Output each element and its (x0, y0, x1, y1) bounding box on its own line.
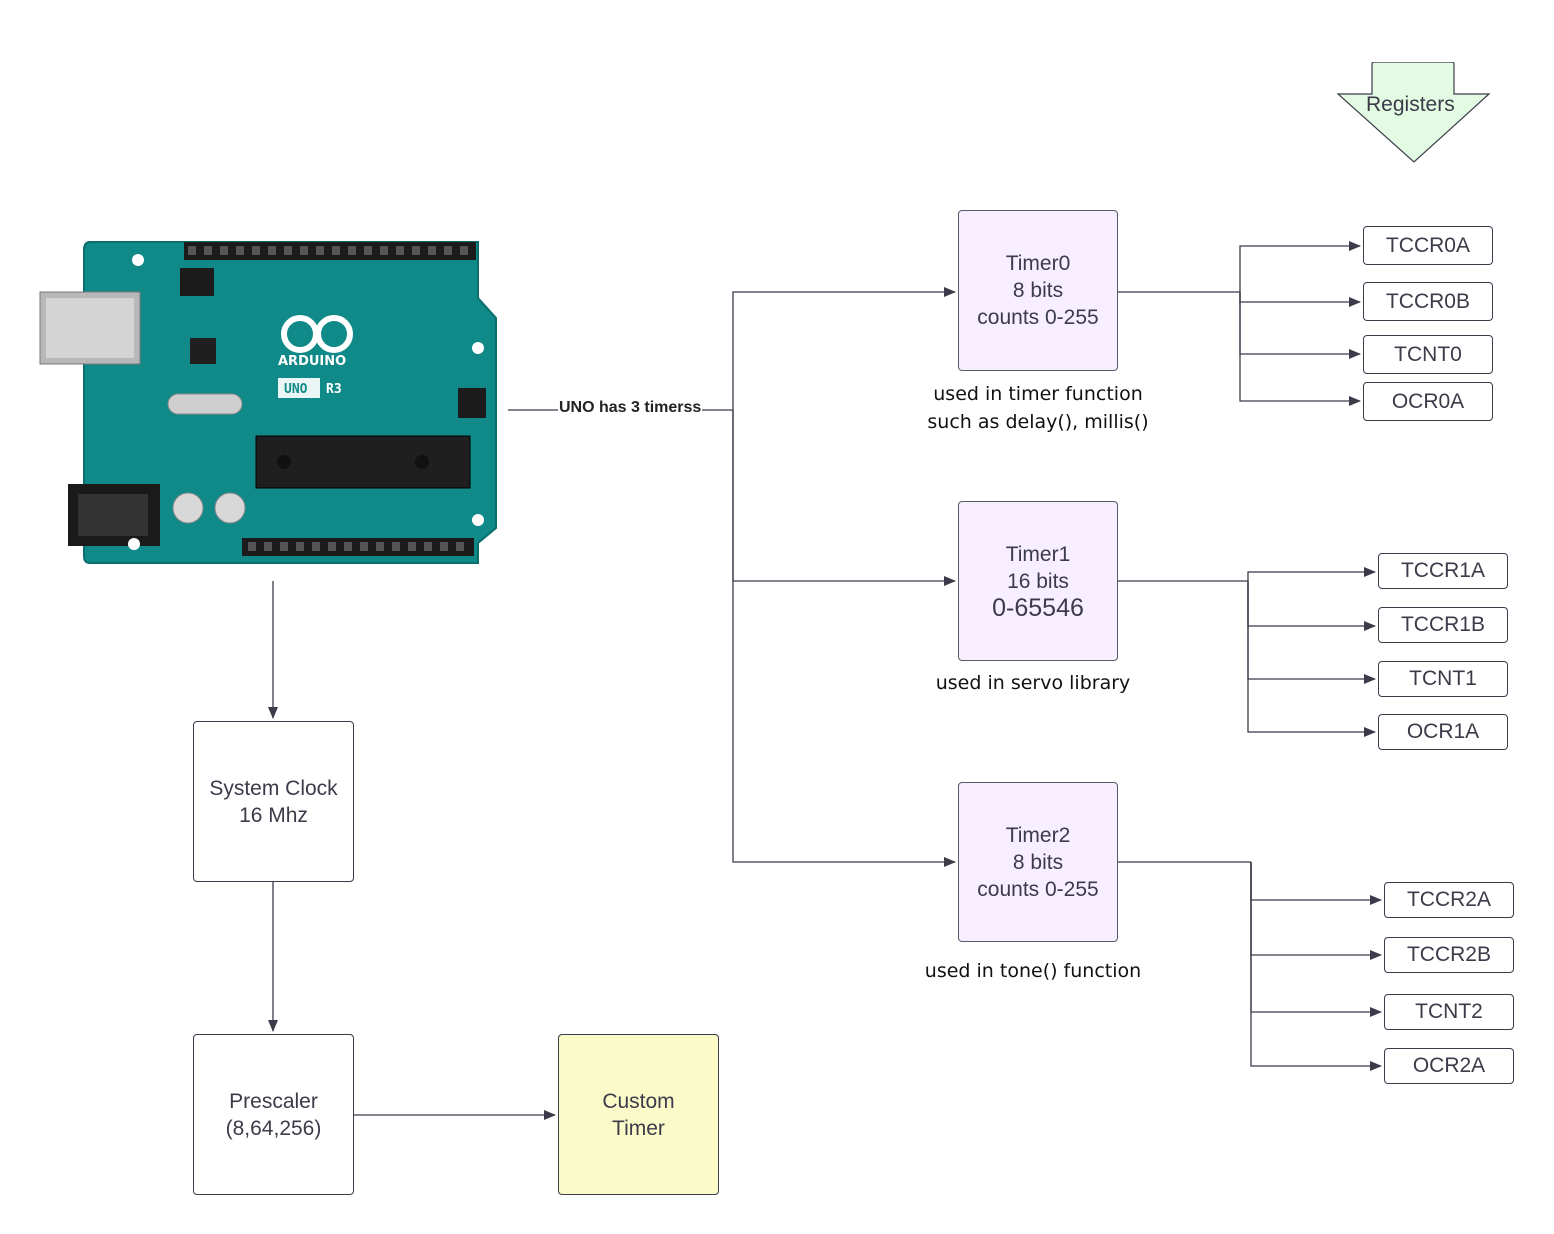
custom-timer-line1: Custom (602, 1089, 675, 1113)
register-tccr1a: TCCR1A (1378, 553, 1508, 589)
register-tccr0a: TCCR0A (1363, 226, 1493, 265)
timer1-range: 0-65546 (992, 593, 1084, 622)
timer0-range: counts 0-255 (977, 306, 1099, 329)
register-tcnt0: TCNT0 (1363, 335, 1493, 374)
timer2-box: Timer2 8 bits counts 0-255 (958, 782, 1118, 942)
register-tccr0b: TCCR0B (1363, 282, 1493, 321)
timer1-bits: 16 bits (1007, 569, 1069, 593)
timer0-title: Timer0 (1005, 252, 1071, 275)
timer0-note-line1: used in timer function (933, 383, 1143, 405)
arduino-logo (281, 315, 353, 353)
custom-timer-line2: Timer (612, 1116, 665, 1140)
timer1-box: Timer1 16 bits 0-65546 (958, 501, 1118, 661)
system-clock-line1: System Clock (209, 776, 338, 800)
timer2-title: Timer2 (1005, 823, 1071, 847)
prescaler-box: Prescaler (8,64,256) (193, 1034, 354, 1195)
board-model-text: UNO (284, 382, 308, 397)
prescaler-line1: Prescaler (229, 1089, 318, 1113)
custom-timer-box: Custom Timer (558, 1034, 719, 1195)
uno-timers-label: UNO has 3 timerss (558, 398, 703, 418)
timer0-bits: 8 bits (1012, 279, 1064, 302)
timer1-title: Timer1 (1005, 542, 1071, 566)
timer2-note-line1: used in tone() function (924, 960, 1142, 982)
timer0-note-line2: such as delay(), millis() (927, 411, 1149, 433)
system-clock-box: System Clock 16 Mhz (193, 721, 354, 882)
register-ocr2a: OCR2A (1384, 1048, 1514, 1084)
timer2-note: used in tone() function (903, 957, 1163, 985)
arduino-uno-board-image: ARDUINO UNO R3 (39, 241, 497, 564)
register-tccr2a: TCCR2A (1384, 882, 1514, 918)
register-ocr1a: OCR1A (1378, 714, 1508, 750)
timer0-note: used in timer function such as delay(), … (908, 380, 1168, 436)
timer2-range: counts 0-255 (977, 877, 1099, 901)
register-tcnt1: TCNT1 (1378, 661, 1508, 697)
timer1-note-line1: used in servo library (935, 672, 1131, 694)
board-brand-text: ARDUINO (278, 354, 346, 369)
registers-banner-label: Registers (1366, 93, 1455, 116)
system-clock-line2: 16 Mhz (239, 803, 308, 827)
board-rev-text: R3 (326, 382, 342, 397)
registers-banner-arrow-icon (1336, 62, 1491, 163)
timer0-box: Timer0 8 bits counts 0-255 (958, 210, 1118, 371)
register-ocr0a: OCR0A (1363, 382, 1493, 421)
register-tccr2b: TCCR2B (1384, 937, 1514, 973)
register-tccr1b: TCCR1B (1378, 607, 1508, 643)
timer1-note: used in servo library (903, 669, 1163, 697)
timer2-bits: 8 bits (1012, 850, 1064, 874)
register-tcnt2: TCNT2 (1384, 994, 1514, 1030)
prescaler-line2: (8,64,256) (225, 1116, 322, 1140)
